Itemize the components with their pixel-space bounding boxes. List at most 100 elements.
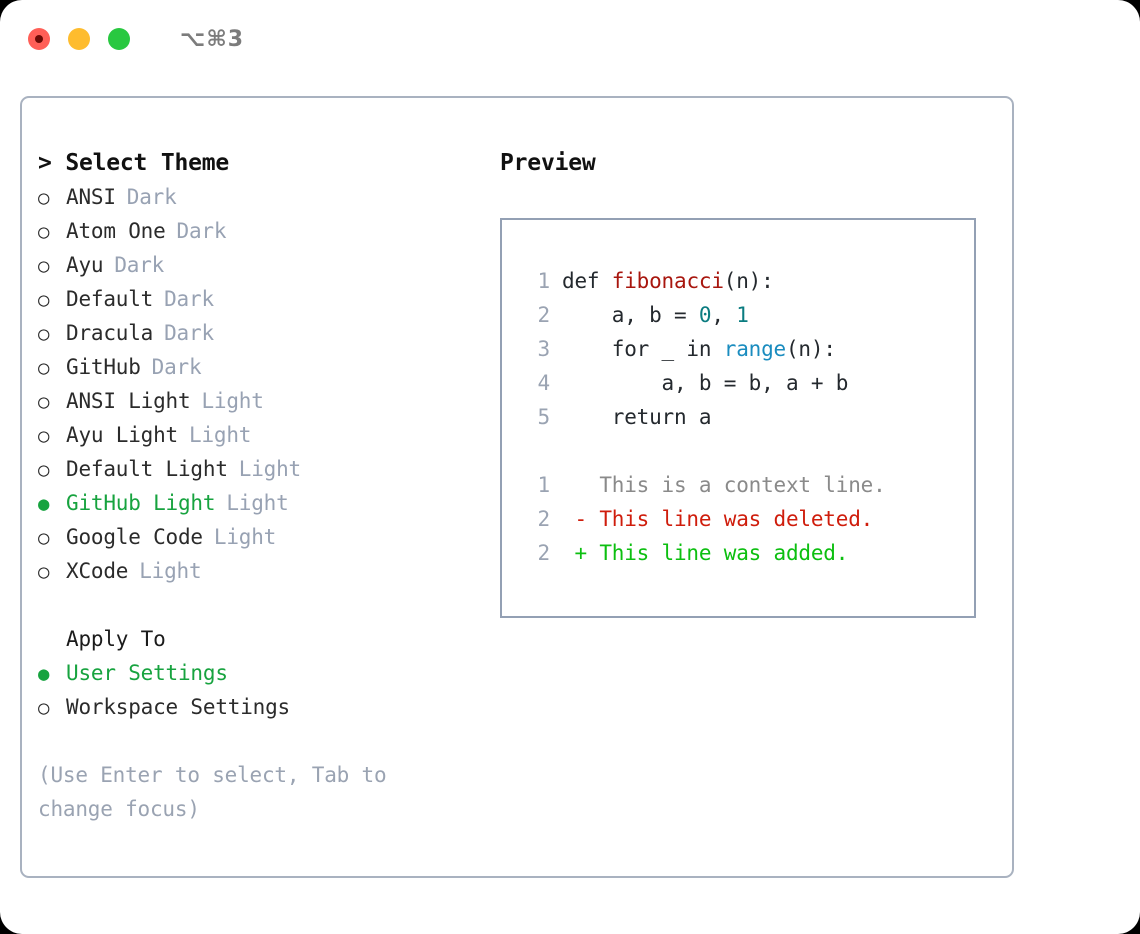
apply-to-title: Apply To bbox=[66, 627, 166, 651]
apply-to-option[interactable]: ● User Settings bbox=[38, 656, 478, 690]
line-number: 5 bbox=[537, 405, 551, 429]
theme-category: Dark bbox=[176, 219, 227, 243]
theme-category: Dark bbox=[164, 287, 214, 311]
theme-list-item[interactable]: ○ ANSI Dark bbox=[38, 180, 478, 214]
diff-line-content: + This line was added. bbox=[562, 541, 849, 565]
line-number: 1 bbox=[537, 269, 551, 293]
code-line: 5 return a bbox=[524, 400, 974, 434]
theme-list-item[interactable]: ○ Google Code Light bbox=[38, 520, 478, 554]
theme-list-item[interactable]: ● GitHub Light Light bbox=[38, 486, 478, 520]
radio-unselected-icon[interactable]: ○ bbox=[38, 357, 50, 379]
code-gap bbox=[524, 434, 974, 468]
radio-unselected-icon[interactable]: ○ bbox=[38, 391, 50, 413]
radio-unselected-icon[interactable]: ○ bbox=[38, 561, 50, 583]
minimize-button[interactable] bbox=[68, 28, 90, 50]
radio-unselected-icon[interactable]: ○ bbox=[38, 527, 50, 549]
code-line: 4 a, b = b, a + b bbox=[524, 366, 974, 400]
radio-unselected-icon[interactable]: ○ bbox=[38, 187, 50, 209]
line-number: 2 bbox=[537, 507, 551, 531]
radio-unselected-icon[interactable]: ○ bbox=[38, 425, 50, 447]
code-line: 1 def fibonacci(n): bbox=[524, 264, 974, 298]
theme-category: Light bbox=[201, 389, 264, 413]
radio-unselected-icon[interactable]: ○ bbox=[38, 459, 50, 481]
theme-name: Ayu Light bbox=[66, 423, 178, 447]
code-line-content: return a bbox=[562, 400, 712, 434]
theme-category: Dark bbox=[126, 185, 177, 209]
theme-name: Ayu bbox=[66, 253, 104, 277]
theme-list-item[interactable]: ○ Ayu Light Light bbox=[38, 418, 478, 452]
diff-line-added: 2 + This line was added. bbox=[524, 536, 974, 570]
theme-category: Dark bbox=[151, 355, 202, 379]
diff-line-content: This is a context line. bbox=[562, 473, 886, 497]
radio-unselected-icon[interactable]: ○ bbox=[38, 289, 50, 311]
line-number: 3 bbox=[537, 337, 551, 361]
line-number: 2 bbox=[537, 303, 551, 327]
apply-to-option-label: Workspace Settings bbox=[66, 695, 290, 719]
theme-category: Dark bbox=[164, 321, 214, 345]
apply-to-option[interactable]: ○ Workspace Settings bbox=[38, 690, 478, 724]
code-token-plain: (n): bbox=[723, 269, 774, 293]
code-token-number: 0 bbox=[698, 303, 712, 327]
radio-selected-icon[interactable]: ● bbox=[38, 663, 50, 685]
code-token-plain: for _ in bbox=[562, 337, 724, 361]
apply-to-list: ● User Settings ○ Workspace Settings bbox=[38, 656, 478, 724]
theme-name: ANSI bbox=[66, 185, 116, 209]
code-line-content: a, b = b, a + b bbox=[562, 366, 849, 400]
traffic-lights bbox=[28, 28, 130, 50]
theme-name: Google Code bbox=[66, 525, 203, 549]
radio-unselected-icon[interactable]: ○ bbox=[38, 323, 50, 345]
theme-category: Light bbox=[213, 525, 277, 549]
code-token-plain: return a bbox=[562, 405, 712, 429]
prompt-caret-icon: > bbox=[38, 150, 52, 176]
diff-line-context: 1 This is a context line. bbox=[524, 468, 974, 502]
radio-unselected-icon[interactable]: ○ bbox=[38, 255, 50, 277]
code-token-function: fibonacci bbox=[611, 269, 724, 293]
radio-unselected-icon[interactable]: ○ bbox=[38, 697, 50, 719]
diff-sample: 1 This is a context line.2 - This line w… bbox=[524, 468, 974, 570]
theme-name: Dracula bbox=[66, 321, 154, 345]
close-button[interactable] bbox=[28, 28, 50, 50]
keyboard-hint-text: (Use Enter to select, Tab to change focu… bbox=[38, 763, 387, 821]
code-token-builtin: range bbox=[723, 337, 786, 361]
theme-list-item[interactable]: ○ Atom One Dark bbox=[38, 214, 478, 248]
keyboard-shortcut-label: ⌥⌘3 bbox=[180, 26, 245, 52]
theme-name: GitHub Light bbox=[66, 491, 216, 515]
apply-to-option-label: User Settings bbox=[66, 661, 228, 685]
code-token-plain: , bbox=[711, 303, 737, 327]
radio-selected-icon[interactable]: ● bbox=[38, 493, 50, 515]
maximize-button[interactable] bbox=[108, 28, 130, 50]
radio-unselected-icon[interactable]: ○ bbox=[38, 221, 50, 243]
theme-list-item[interactable]: ○ Dracula Dark bbox=[38, 316, 478, 350]
theme-category: Light bbox=[189, 423, 252, 447]
theme-category: Light bbox=[238, 457, 301, 481]
theme-name: Default bbox=[66, 287, 154, 311]
code-token-plain: def bbox=[562, 269, 612, 293]
code-line-content: for _ in range(n): bbox=[562, 332, 836, 366]
theme-name: Atom One bbox=[66, 219, 166, 243]
code-token-plain: (n): bbox=[785, 337, 836, 361]
code-line-content: a, b = 0, 1 bbox=[562, 298, 749, 332]
line-number: 4 bbox=[537, 371, 551, 395]
list-spacer bbox=[38, 588, 478, 622]
diff-line-deleted: 2 - This line was deleted. bbox=[524, 502, 974, 536]
theme-category: Light bbox=[226, 491, 289, 515]
theme-list-item[interactable]: ○ Default Dark bbox=[38, 282, 478, 316]
theme-category: Light bbox=[139, 559, 202, 583]
line-number: 2 bbox=[537, 541, 551, 565]
theme-name: ANSI Light bbox=[66, 389, 191, 413]
theme-picker-heading-label: Select Theme bbox=[65, 150, 230, 176]
code-token-number: 1 bbox=[736, 303, 749, 327]
title-bar: ⌥⌘3 bbox=[0, 0, 1140, 78]
theme-list-item[interactable]: ○ ANSI Light Light bbox=[38, 384, 478, 418]
